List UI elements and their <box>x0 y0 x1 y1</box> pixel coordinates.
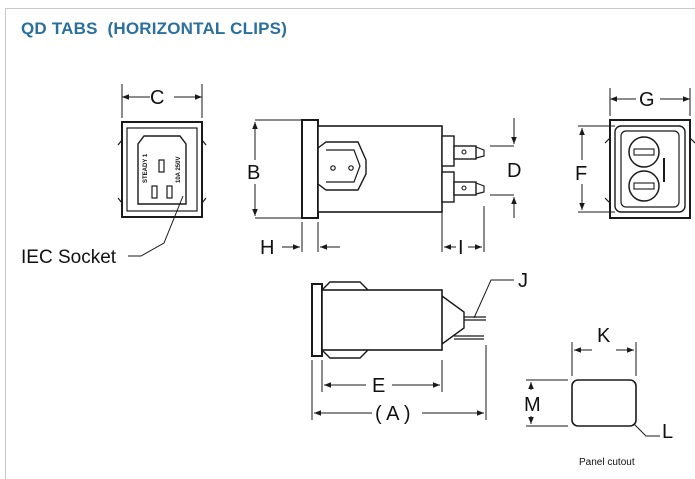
top-view <box>311 279 514 420</box>
label-c: C <box>150 87 164 109</box>
label-h: H <box>260 237 274 259</box>
label-e: E <box>372 375 385 397</box>
socket-rating-text: 10A 250V <box>176 157 182 183</box>
panel-cutout <box>526 342 660 437</box>
frame-left-border <box>5 8 6 479</box>
label-k: K <box>597 325 611 347</box>
label-f: F <box>575 163 587 185</box>
label-b: B <box>247 162 260 184</box>
label-d: D <box>507 160 521 182</box>
front-view <box>117 84 207 257</box>
rear-view <box>578 88 695 219</box>
label-iec-socket: IEC Socket <box>21 247 117 268</box>
frame-top-border <box>5 8 695 9</box>
side-view <box>252 118 517 252</box>
label-a: ( A ) <box>375 403 411 425</box>
label-j: J <box>518 270 528 292</box>
label-panel-cutout: Panel cutout <box>579 457 635 468</box>
label-l: L <box>662 421 673 443</box>
label-m: M <box>524 394 541 416</box>
label-g: G <box>639 89 655 111</box>
socket-model-text: STEADY 1 <box>143 153 149 183</box>
page-title: QD TABS (HORIZONTAL CLIPS) <box>21 19 288 38</box>
label-i: I <box>458 237 464 259</box>
